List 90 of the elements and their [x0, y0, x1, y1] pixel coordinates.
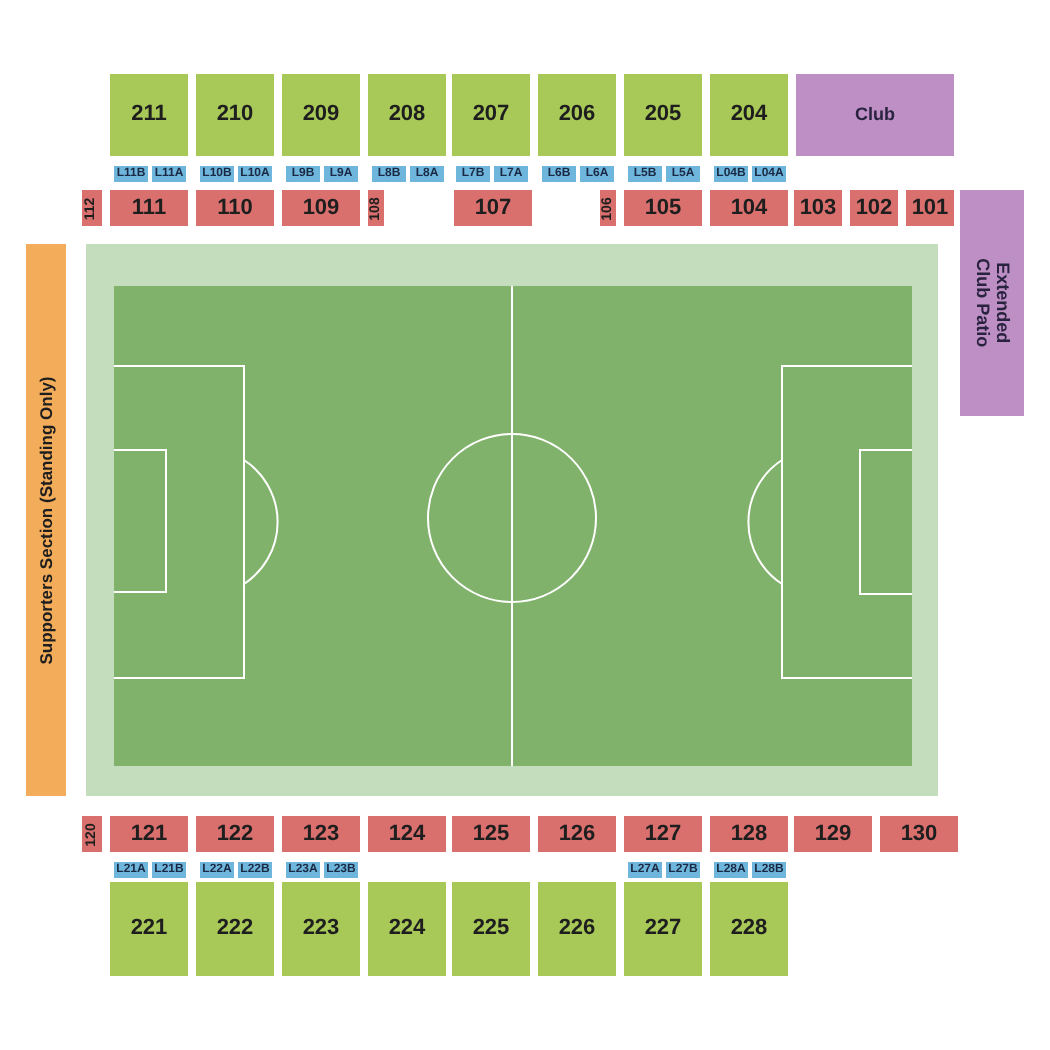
seating-section — [624, 74, 702, 156]
section-label: Supporters Section (Standing Only) — [37, 375, 55, 665]
seating-section — [880, 816, 958, 852]
section-label: 223 — [302, 918, 340, 940]
seating-section — [82, 816, 102, 852]
section-label: 224 — [388, 918, 426, 940]
club-section — [796, 74, 954, 156]
section-label: 226 — [558, 918, 596, 940]
seating-section — [110, 816, 188, 852]
seating-section — [624, 816, 702, 852]
section-label: 123 — [302, 823, 340, 845]
seating-section — [906, 190, 954, 226]
seating-section — [794, 190, 842, 226]
seating-section — [538, 74, 616, 156]
section-label: 222 — [216, 918, 254, 940]
seating-section — [454, 190, 532, 226]
section-label: 227 — [644, 918, 682, 940]
section-label: 111 — [131, 197, 167, 219]
club-section — [960, 190, 1024, 416]
seating-section — [196, 882, 274, 976]
seating-section — [196, 190, 274, 226]
loge-box — [372, 166, 406, 182]
section-label: 101 — [911, 197, 949, 219]
section-label: 109 — [302, 197, 340, 219]
section-label: Extended Club Patio — [971, 256, 1013, 352]
section-label: 207 — [472, 104, 510, 126]
section-label: 205 — [644, 104, 682, 126]
section-label: 221 — [130, 918, 168, 940]
seating-section — [82, 190, 102, 226]
loge-box — [580, 166, 614, 182]
seating-section — [282, 882, 360, 976]
seating-section — [282, 74, 360, 156]
loge-box — [410, 166, 444, 182]
loge-box — [542, 166, 576, 182]
seating-section — [110, 190, 188, 226]
seating-section — [282, 190, 360, 226]
seating-section — [710, 74, 788, 156]
section-label: 211 — [131, 104, 167, 126]
section-label: 228 — [730, 918, 768, 940]
seating-section — [452, 816, 530, 852]
seating-section — [110, 882, 188, 976]
seating-section — [710, 190, 788, 226]
loge-box — [628, 166, 662, 182]
seating-section — [282, 816, 360, 852]
section-label: 210 — [216, 104, 254, 126]
loge-box — [324, 166, 358, 182]
seating-section — [196, 74, 274, 156]
seating-section — [710, 816, 788, 852]
seating-section — [710, 882, 788, 976]
seating-section — [196, 816, 274, 852]
section-label: 126 — [558, 823, 596, 845]
seating-section — [452, 882, 530, 976]
section-label: 125 — [472, 823, 510, 845]
loge-box — [666, 166, 700, 182]
seating-section — [624, 190, 702, 226]
section-label: 103 — [799, 197, 837, 219]
seating-section — [368, 816, 446, 852]
section-label: 206 — [558, 104, 596, 126]
seating-section — [368, 882, 446, 976]
seating-section — [794, 816, 872, 852]
seating-section — [600, 190, 616, 226]
loge-box — [494, 166, 528, 182]
section-label: 122 — [216, 823, 254, 845]
section-label: 105 — [644, 197, 682, 219]
section-label: 129 — [814, 823, 852, 845]
seating-section — [368, 190, 384, 226]
seating-section — [538, 816, 616, 852]
seating-section — [624, 882, 702, 976]
section-label: 124 — [388, 823, 426, 845]
section-label: Club — [855, 106, 895, 124]
section-label: 208 — [388, 104, 426, 126]
section-label: 107 — [474, 197, 512, 219]
section-label: 128 — [730, 823, 768, 845]
section-label: 102 — [855, 197, 893, 219]
seating-section — [850, 190, 898, 226]
section-label: 104 — [730, 197, 768, 219]
seating-section — [452, 74, 530, 156]
section-label: 127 — [644, 823, 682, 845]
loge-box — [456, 166, 490, 182]
section-label: 225 — [472, 918, 510, 940]
section-label: 209 — [302, 104, 340, 126]
loge-box — [286, 166, 320, 182]
section-label: 130 — [900, 823, 938, 845]
section-label: 204 — [730, 104, 768, 126]
section-label: 110 — [217, 197, 253, 219]
seating-section — [538, 882, 616, 976]
section-label: 121 — [130, 823, 168, 845]
seating-section — [368, 74, 446, 156]
seating-section — [110, 74, 188, 156]
supporters-section — [26, 244, 66, 796]
